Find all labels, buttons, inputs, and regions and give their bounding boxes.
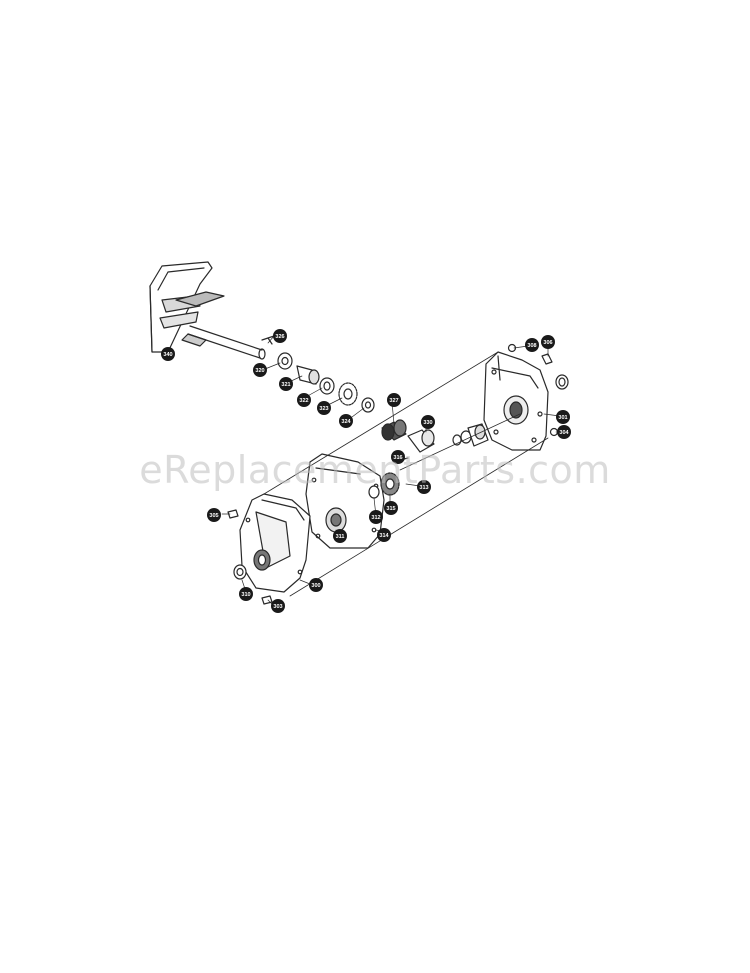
callout-304: 304 (557, 425, 571, 439)
callout-label: 308 (527, 343, 536, 349)
washer-324 (361, 397, 375, 413)
housing-left-300 (239, 493, 311, 593)
callout-label: 315 (386, 506, 395, 512)
callout-label: 326 (275, 334, 284, 340)
callout-label: 316 (393, 455, 402, 461)
callout-label: 323 (319, 406, 328, 412)
seal-310 (233, 564, 247, 580)
bushing-330 (407, 429, 435, 453)
callout-label: 330 (423, 420, 432, 426)
callout-306: 306 (541, 335, 555, 349)
callout-308: 308 (525, 338, 539, 352)
callout-305: 305 (207, 508, 221, 522)
callout-324: 324 (339, 414, 353, 428)
callout-label: 305 (209, 513, 218, 519)
callout-label: 320 (255, 368, 264, 374)
callout-label: 301 (558, 415, 567, 421)
callout-321: 321 (279, 377, 293, 391)
callout-330: 330 (421, 415, 435, 429)
callout-layer: 340 326 320 321 322 323 324 327 330 306 … (161, 329, 571, 613)
callout-label: 306 (543, 340, 552, 346)
callout-320: 320 (253, 363, 267, 377)
impeller-assembly (149, 261, 266, 360)
worm-gear-327 (381, 419, 407, 441)
callout-316: 316 (391, 450, 405, 464)
callout-301: 301 (556, 410, 570, 424)
bearing-321 (296, 365, 320, 385)
callout-label: 313 (419, 485, 428, 491)
washer-322 (319, 377, 335, 395)
washer-320 (277, 352, 293, 370)
callout-327: 327 (387, 393, 401, 407)
callout-311: 311 (333, 529, 347, 543)
spacers (452, 423, 489, 447)
assembly-lines (263, 351, 549, 597)
callout-label: 324 (341, 419, 351, 425)
callout-326: 326 (273, 329, 287, 343)
callout-label: 310 (241, 592, 250, 598)
bolt-303 (261, 595, 273, 605)
callout-323: 323 (317, 401, 331, 415)
gear-315 (380, 472, 400, 496)
callout-label: 322 (299, 398, 308, 404)
callout-300: 300 (309, 578, 323, 592)
callout-label: 303 (273, 604, 282, 610)
callout-315: 315 (384, 501, 398, 515)
callout-label: 304 (559, 430, 569, 436)
callout-label: 314 (379, 533, 389, 539)
callout-314: 314 (377, 528, 391, 542)
callout-303: 303 (271, 599, 285, 613)
callout-310: 310 (239, 587, 253, 601)
bolt-305 (227, 509, 239, 519)
callout-label: 311 (336, 534, 345, 540)
housing-right-301 (483, 351, 549, 451)
seal-right (555, 374, 569, 390)
callout-340: 340 (161, 347, 175, 361)
callout-313: 313 (417, 480, 431, 494)
callout-label: 312 (371, 515, 380, 521)
bolt-306 (541, 353, 553, 365)
callout-label: 340 (163, 352, 172, 358)
gear-323 (338, 382, 358, 406)
callout-label: 300 (311, 583, 320, 589)
callout-322: 322 (297, 393, 311, 407)
callout-label: 327 (389, 398, 398, 404)
callout-312: 312 (369, 510, 383, 524)
washer-312 (368, 485, 380, 499)
housing-middle-314 (305, 453, 385, 549)
callout-label: 321 (281, 382, 290, 388)
